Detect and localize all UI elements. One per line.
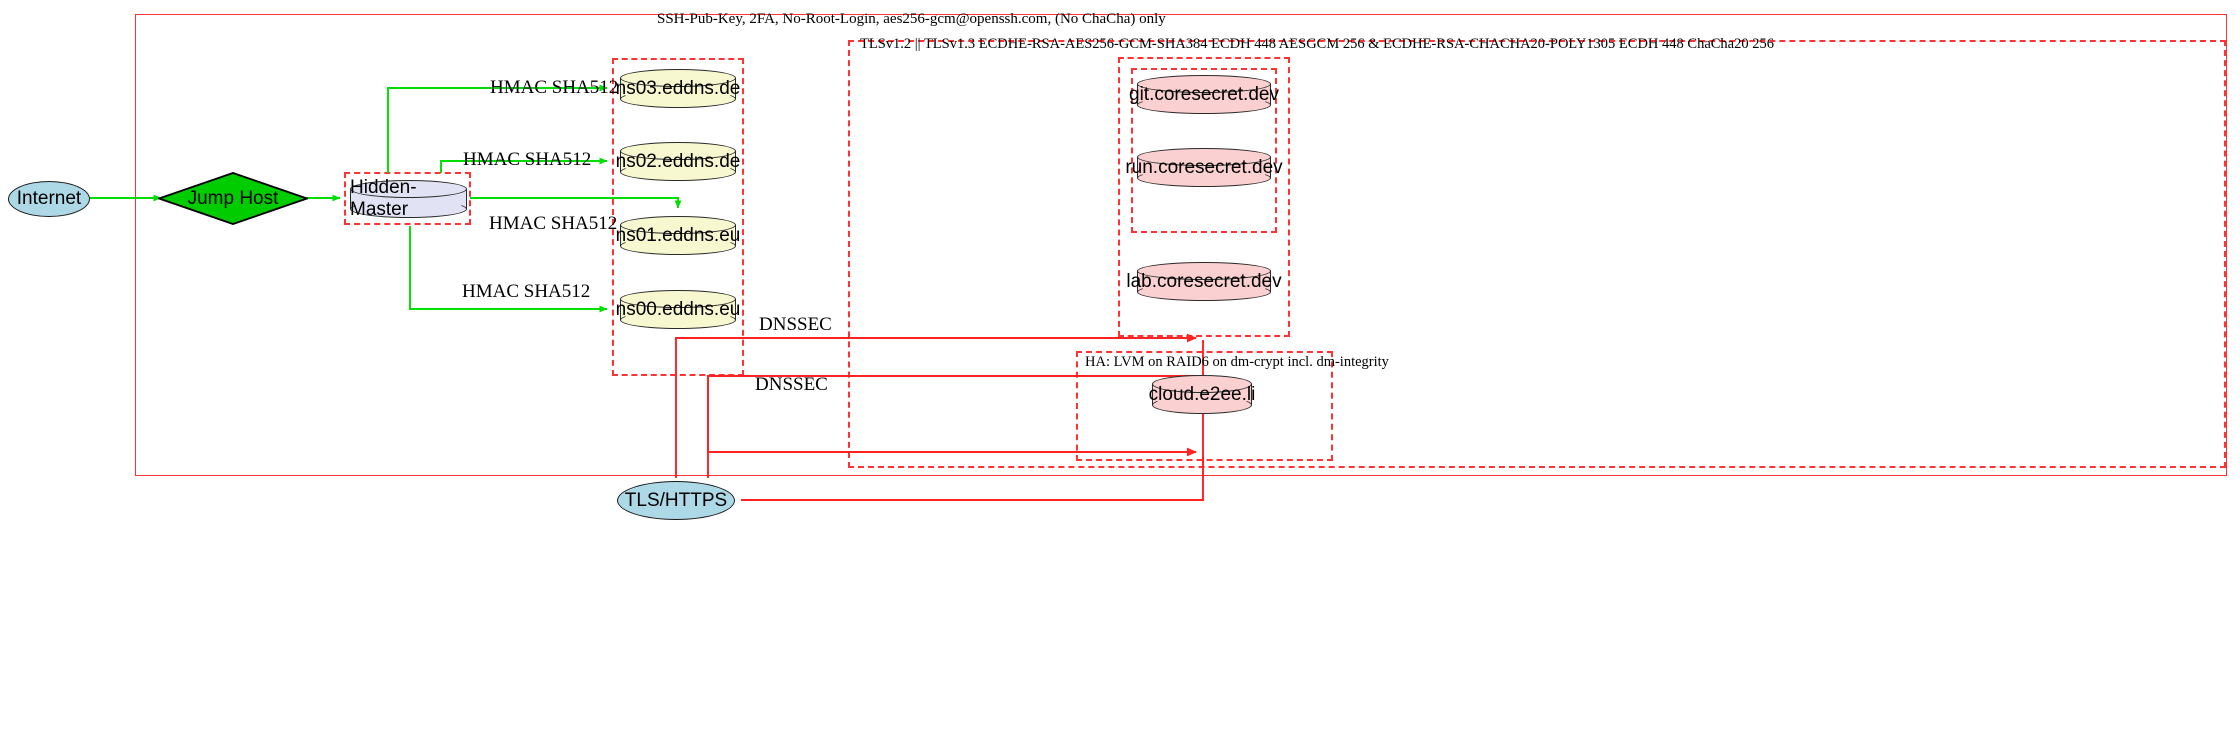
cylinder-top [1137, 148, 1271, 166]
node-cloud-e2ee[interactable]: cloud.e2ee.li [1148, 375, 1256, 414]
node-run-coresecret-label: run.coresecret.dev [1125, 156, 1283, 178]
edge-label-hmac-ns03: HMAC SHA512 [490, 77, 619, 98]
cylinder-bottom [620, 311, 736, 329]
node-git-coresecret[interactable]: git.coresecret.dev [1129, 75, 1279, 114]
dns-zone-box [612, 58, 744, 376]
caption-tls-policy: TLSv1.2 || TLSv1.3 ECDHE-RSA-AES256-GCM-… [860, 36, 1774, 52]
node-ns01-label: ns01.eddns.eu [615, 224, 741, 246]
node-ns00-label: ns00.eddns.eu [615, 298, 741, 320]
node-hidden-master-label: Hidden-Master [350, 177, 417, 220]
cylinder-top [1137, 262, 1271, 280]
cylinder-top [620, 216, 736, 234]
coresecret-inner-box [1131, 68, 1277, 233]
caption-storage-policy: HA: LVM on RAID6 on dm-crypt incl. dm-in… [1085, 354, 1389, 370]
node-lab-coresecret[interactable]: lab.coresecret.dev [1126, 262, 1282, 301]
caption-ssh-policy: SSH-Pub-Key, 2FA, No-Root-Login, aes256-… [657, 11, 1166, 27]
edge-label-hmac-ns02: HMAC SHA512 [463, 149, 592, 170]
node-jump-host-label: Jump Host [187, 187, 279, 209]
node-jump-host[interactable]: Jump Host [158, 172, 308, 225]
node-tls-https-label: TLS/HTTPS [624, 489, 728, 511]
node-run-coresecret[interactable]: run.coresecret.dev [1125, 148, 1283, 187]
cylinder-bottom [1137, 169, 1271, 187]
cylinder-top [1137, 75, 1271, 93]
node-ns02[interactable]: ns02.eddns.de [615, 142, 741, 181]
node-tls-https[interactable]: TLS/HTTPS [617, 481, 735, 520]
node-ns02-label: ns02.eddns.de [615, 150, 741, 172]
edge-label-dnssec-cloud: DNSSEC [755, 374, 828, 395]
cylinder-bottom [620, 163, 736, 181]
node-ns00[interactable]: ns00.eddns.eu [615, 290, 741, 329]
node-ns01[interactable]: ns01.eddns.eu [615, 216, 741, 255]
node-ns03[interactable]: ns03.eddns.de [615, 69, 741, 108]
node-ns03-label: ns03.eddns.de [615, 77, 741, 99]
node-internet-label: Internet [16, 188, 82, 209]
cylinder-top [620, 290, 736, 308]
node-internet[interactable]: Internet [8, 181, 90, 217]
cylinder-bottom [1137, 283, 1271, 301]
cylinder-bottom [350, 200, 467, 218]
node-hidden-master[interactable]: Hidden-Master [350, 177, 467, 220]
storage-zone-box [1076, 351, 1333, 461]
cylinder-top [620, 69, 736, 87]
cylinder-top [350, 180, 467, 198]
cylinder-top [620, 142, 736, 160]
node-lab-coresecret-label: lab.coresecret.dev [1126, 270, 1282, 292]
cylinder-bottom [1152, 396, 1252, 414]
edge-label-dnssec-services: DNSSEC [759, 314, 832, 335]
cylinder-top [1152, 375, 1252, 393]
edge-label-hmac-ns00: HMAC SHA512 [462, 281, 591, 302]
node-git-coresecret-label: git.coresecret.dev [1129, 83, 1279, 105]
cylinder-bottom [1137, 96, 1271, 114]
coresecret-zone-box [1118, 57, 1290, 337]
cylinder-bottom [620, 90, 736, 108]
node-cloud-e2ee-label: cloud.e2ee.li [1148, 383, 1256, 405]
diamond-shape-icon [158, 172, 308, 225]
ssh-boundary-box [135, 14, 2227, 476]
cylinder-bottom [620, 237, 736, 255]
edge-label-hmac-ns01: HMAC SHA512 [489, 213, 618, 234]
tls-zone-box [848, 40, 2226, 468]
